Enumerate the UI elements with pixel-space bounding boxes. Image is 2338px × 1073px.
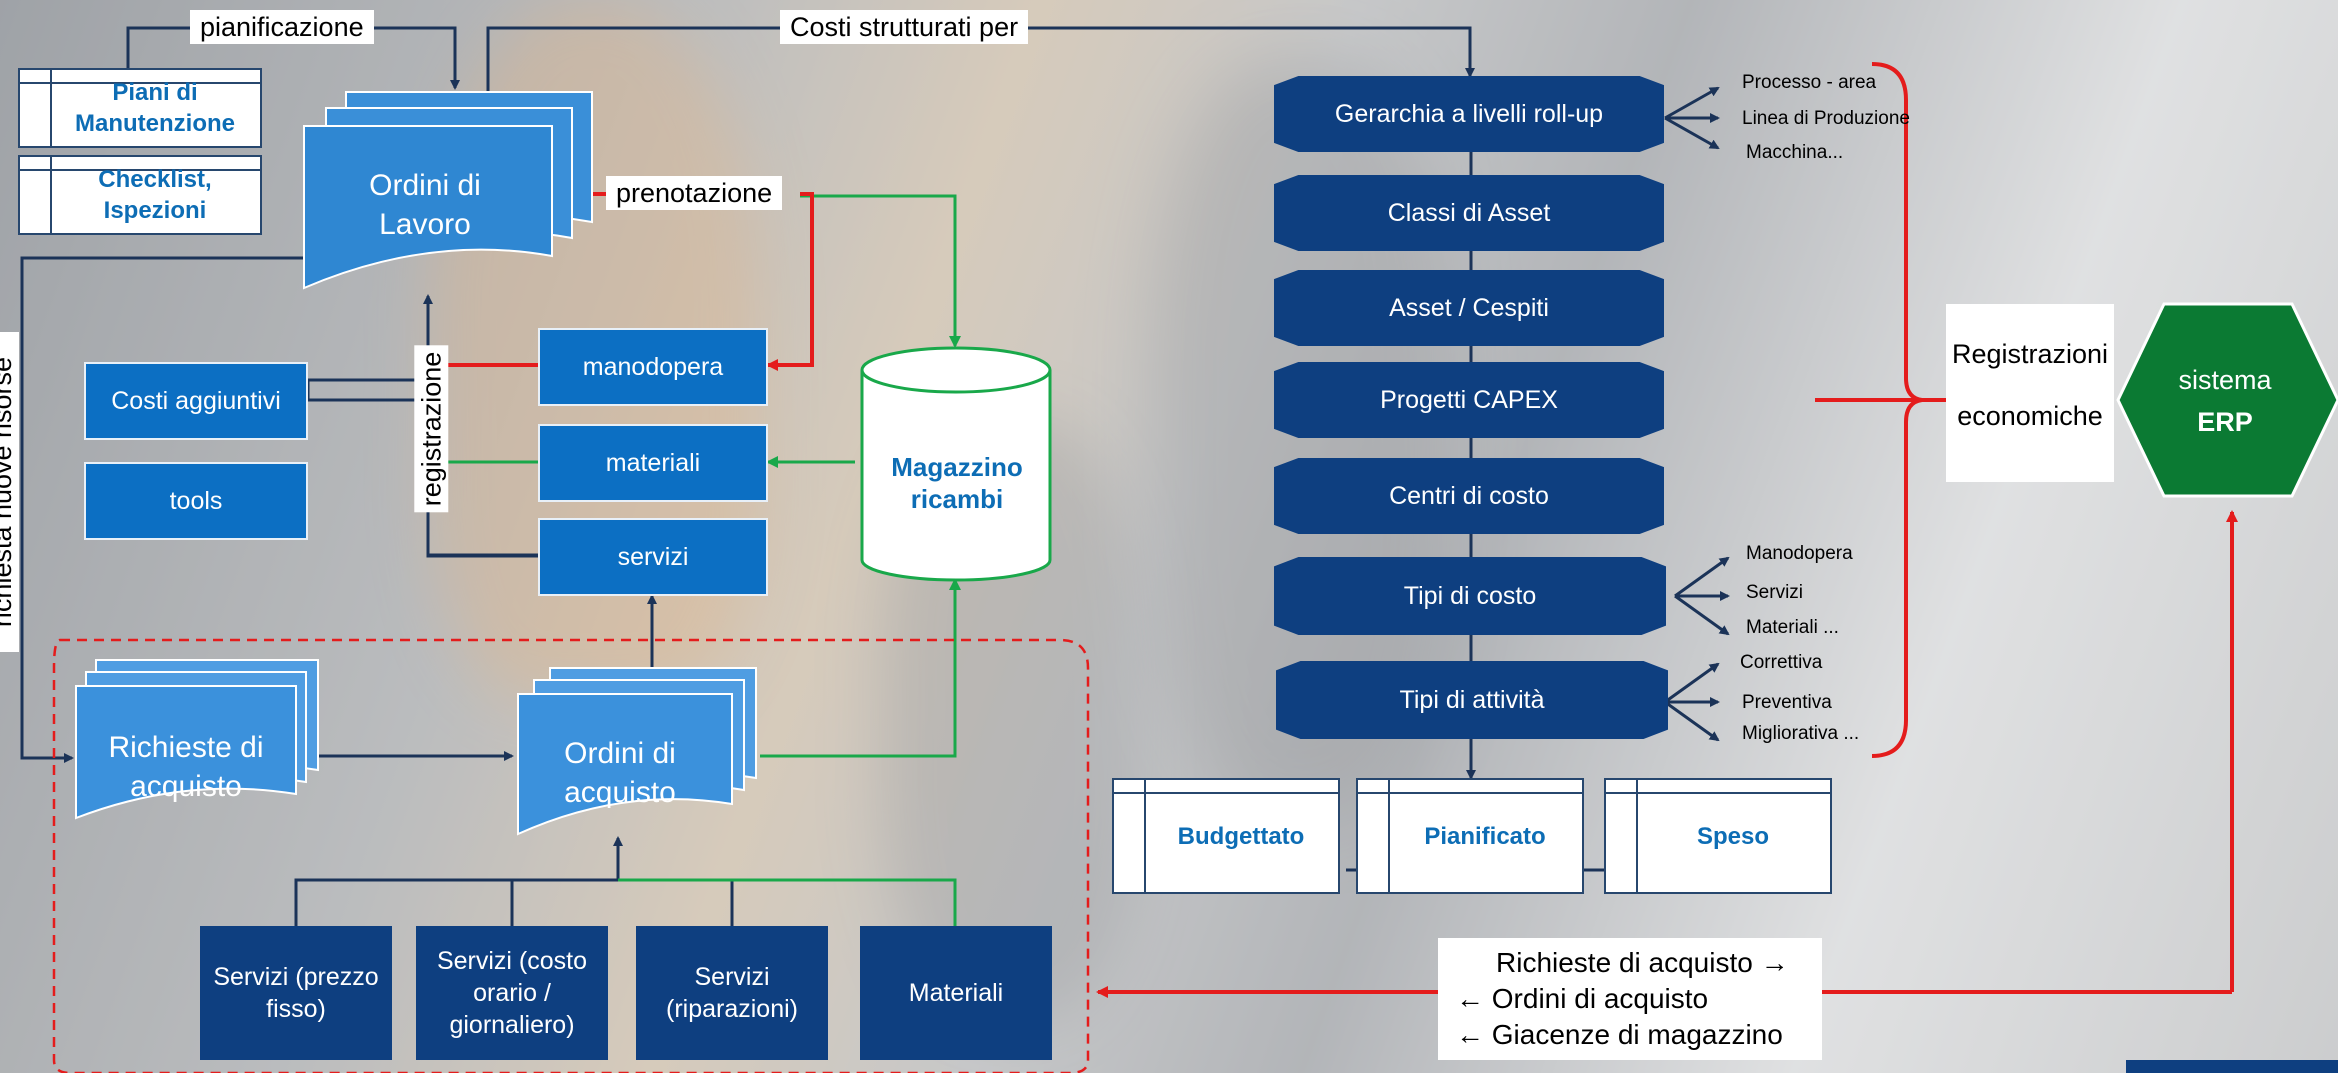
checklist-box: Checklist, Ispezioni [18, 155, 262, 235]
magazzino-label: Magazzino ricambi [891, 452, 1023, 514]
hierarchy-centri-costo: Centri di costo [1274, 458, 1664, 534]
richiesta-risorse-label: richiesta nuove risorse [0, 332, 19, 652]
registrazione-label: registrazione [414, 345, 449, 513]
hierarchy-tipi-costo: Tipi di costo [1274, 557, 1666, 635]
branch-label: Macchina... [1746, 142, 1844, 163]
hierarchy-asset-cespiti: Asset / Cespiti [1274, 270, 1664, 346]
branch-label: Manodopera [1746, 543, 1853, 564]
prenotazione-label: prenotazione [606, 176, 783, 210]
materiali-bottom-box: Materiali [860, 926, 1052, 1060]
branch-label: Servizi [1746, 582, 1804, 603]
branch-label: Correttiva [1740, 652, 1823, 673]
ordini-lavoro-doc-stack [303, 91, 593, 290]
budgettato-box: Budgettato [1112, 778, 1340, 894]
erp-hexagon [2116, 302, 2338, 498]
hierarchy-gerarchia: Gerarchia a livelli roll-up [1274, 76, 1664, 152]
erp-exchange-box: Richieste di acquisto → ← Ordini di acqu… [1438, 938, 1822, 1060]
hierarchy-tipi-attivita: Tipi di attività [1276, 661, 1668, 739]
materiali-box: materiali [538, 424, 768, 502]
magazzino-cylinder [860, 346, 1052, 582]
servizi-box: servizi [538, 518, 768, 596]
servizi-prezzo-fisso-box: Servizi (prezzo fisso) [200, 926, 392, 1060]
branch-label: Materiali ... [1746, 617, 1839, 638]
costi-strutturati-label: Costi strutturati per [780, 10, 1029, 44]
logo-fragment [2126, 1060, 2338, 1073]
hierarchy-progetti-capex: Progetti CAPEX [1274, 362, 1664, 438]
piani-manutenzione-box: Piani di Manutenzione [18, 68, 262, 148]
manodopera-box: manodopera [538, 328, 768, 406]
hierarchy-classi-asset: Classi di Asset [1274, 175, 1664, 251]
ordini-acquisto-title: Ordini di acquisto [564, 737, 676, 809]
branch-label: Processo - area [1742, 72, 1877, 93]
richieste-doc-stack [75, 659, 319, 820]
speso-box: Speso [1604, 778, 1832, 894]
registrazioni-line2: economiche [1957, 401, 2103, 431]
costi-aggiuntivi-box: Costi aggiuntivi [84, 362, 308, 440]
branch-label: Preventiva [1742, 692, 1832, 713]
erp-label: sistema ERP [2178, 365, 2272, 437]
servizi-riparazioni-box: Servizi (riparazioni) [636, 926, 828, 1060]
branch-label: Migliorativa ... [1742, 723, 1860, 744]
pianificazione-label: pianificazione [190, 10, 374, 44]
registrazioni-box: Registrazioni economiche [1946, 304, 2114, 482]
servizi-costo-orario-box: Servizi (costo orario / giornaliero) [416, 926, 608, 1060]
richieste-acquisto-title: Richieste di acquisto [108, 731, 264, 803]
ordini-acquisto-doc-stack [517, 667, 757, 836]
pianificato-box: Pianificato [1356, 778, 1584, 894]
registrazioni-line1: Registrazioni [1951, 339, 2109, 369]
branch-label: Linea di Produzione [1742, 108, 1910, 129]
tools-box: tools [84, 462, 308, 540]
ordini-lavoro-title: Ordini di Lavoro [369, 169, 481, 241]
